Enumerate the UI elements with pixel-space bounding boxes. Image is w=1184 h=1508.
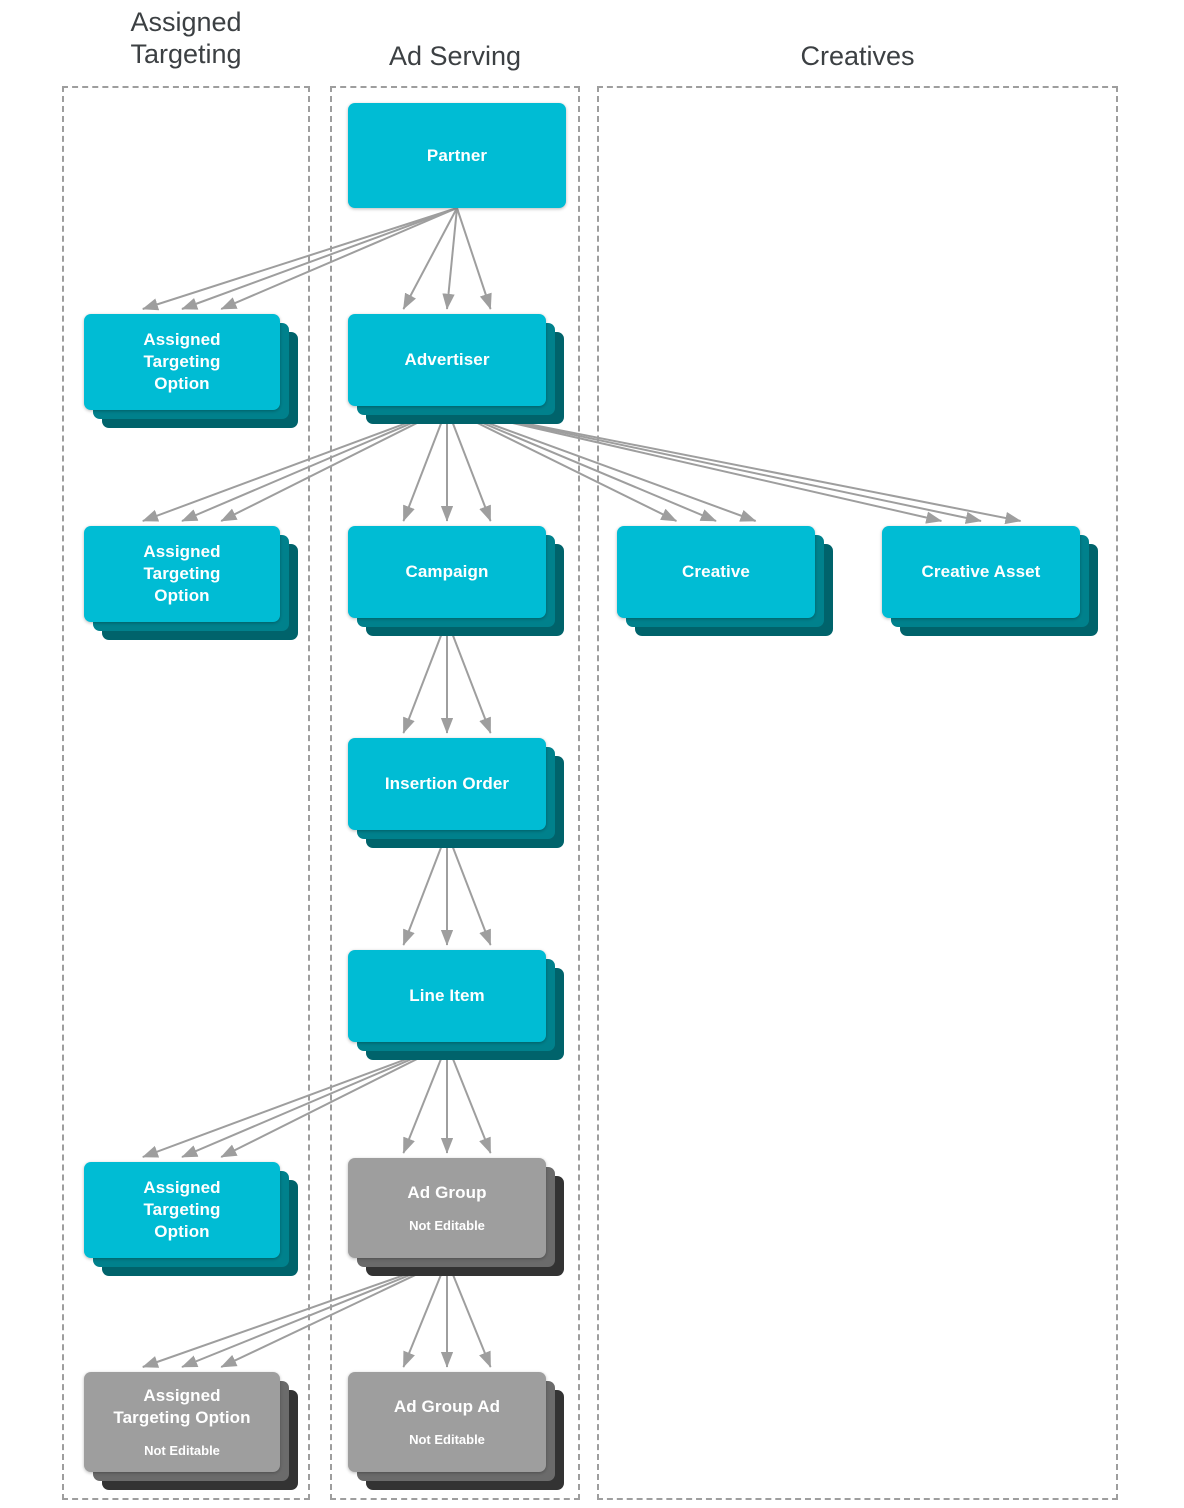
node-advertiser[interactable]: Advertiser xyxy=(348,314,564,424)
lane-title-assigned-targeting: Assigned Targeting xyxy=(130,7,242,69)
node-creative-asset[interactable]: Creative Asset xyxy=(882,526,1098,636)
node-title-partner: Partner xyxy=(426,145,488,165)
node-partner[interactable]: Partner xyxy=(348,103,566,208)
node-insertion-order[interactable]: Insertion Order xyxy=(348,738,564,848)
node-face-ato-partner[interactable]: Assigned Targeting Option xyxy=(84,314,280,410)
node-ad-group-ad[interactable]: Ad Group Ad Not Editable xyxy=(348,1372,564,1490)
node-title-advertiser: Advertiser xyxy=(404,350,490,369)
node-face-partner[interactable]: Partner xyxy=(348,103,566,208)
node-title-creative-asset: Creative Asset xyxy=(921,562,1041,581)
node-title-line-item: Line Item xyxy=(409,986,485,1005)
node-face-ato-advertiser[interactable]: Assigned Targeting Option xyxy=(84,526,280,622)
node-face-creative-asset[interactable]: Creative Asset xyxy=(882,526,1080,618)
node-creative[interactable]: Creative xyxy=(617,526,833,636)
node-title-ato-partner: Assigned Targeting Option xyxy=(143,330,221,393)
node-title-insertion-order: Insertion Order xyxy=(384,774,510,793)
node-face-insertion-order[interactable]: Insertion Order xyxy=(348,738,546,830)
node-title-campaign: Campaign xyxy=(405,562,489,581)
node-title-ad-group: Ad Group xyxy=(407,1183,487,1202)
lane-assigned-targeting xyxy=(62,86,310,1500)
node-face-advertiser[interactable]: Advertiser xyxy=(348,314,546,406)
lane-title-creatives: Creatives xyxy=(800,41,915,71)
node-face-ato-line-item[interactable]: Assigned Targeting Option xyxy=(84,1162,280,1258)
node-campaign[interactable]: Campaign xyxy=(348,526,564,636)
node-face-line-item[interactable]: Line Item xyxy=(348,950,546,1042)
node-ato-partner[interactable]: Assigned Targeting Option xyxy=(84,314,298,428)
node-subtitle-ad-group: Not Editable xyxy=(409,1218,485,1233)
node-title-ad-group-ad: Ad Group Ad xyxy=(393,1397,501,1416)
node-title-ato-ad-group: Assigned Targeting Option xyxy=(113,1386,251,1427)
lane-ad-serving xyxy=(330,86,580,1500)
node-face-campaign[interactable]: Campaign xyxy=(348,526,546,618)
node-title-ato-advertiser: Assigned Targeting Option xyxy=(143,542,221,605)
lane-creatives xyxy=(597,86,1118,1500)
node-face-creative[interactable]: Creative xyxy=(617,526,815,618)
node-title-ato-line-item: Assigned Targeting Option xyxy=(143,1178,221,1241)
node-line-item[interactable]: Line Item xyxy=(348,950,564,1060)
node-ato-advertiser[interactable]: Assigned Targeting Option xyxy=(84,526,298,640)
node-subtitle-ato-ad-group: Not Editable xyxy=(144,1443,220,1458)
node-ato-line-item[interactable]: Assigned Targeting Option xyxy=(84,1162,298,1276)
node-subtitle-ad-group-ad: Not Editable xyxy=(409,1432,485,1447)
node-title-creative: Creative xyxy=(682,562,750,581)
lane-title-ad-serving: Ad Serving xyxy=(388,41,522,71)
node-face-ad-group-ad[interactable]: Ad Group Ad Not Editable xyxy=(348,1372,546,1472)
